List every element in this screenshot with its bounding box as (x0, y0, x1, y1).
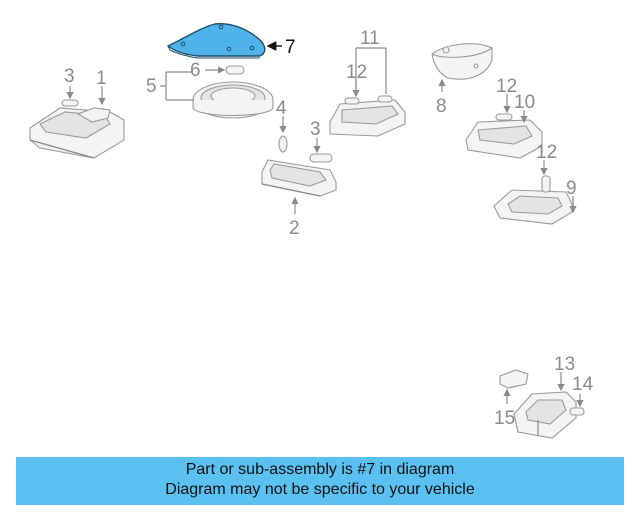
part-13-lamp (513, 391, 577, 439)
part-4-lens-clip (278, 135, 288, 153)
callout-12-right: 12 (496, 76, 517, 97)
parts-diagram: 7 1 3 5 6 4 3 2 (29, 23, 594, 439)
info-banner: Part or sub-assembly is #7 in diagram Di… (16, 457, 624, 505)
callout-15: 15 (494, 408, 515, 429)
part-7-cover[interactable] (166, 23, 266, 59)
callout-3-left: 3 (64, 66, 75, 87)
callout-2: 2 (289, 218, 300, 239)
part-3-bulb-center (309, 153, 333, 163)
callout-12-center: 12 (346, 62, 367, 83)
part-14-bulb (569, 407, 585, 416)
banner-line-disclaimer: Diagram may not be specific to your vehi… (165, 481, 475, 498)
part-5-speaker (192, 81, 274, 119)
part-7-shape[interactable] (166, 23, 266, 57)
part-15-switch (499, 369, 529, 389)
callout-1: 1 (96, 68, 107, 89)
part-6-bulb (225, 65, 245, 75)
callout-10: 10 (514, 92, 535, 113)
part-1-lamp-housing (29, 107, 125, 159)
callout-12-lower: 12 (536, 142, 557, 163)
part-3-bulb-left (61, 99, 79, 107)
callout-4: 4 (276, 98, 287, 119)
part-10-lamp (465, 113, 543, 159)
callout-6: 6 (190, 60, 201, 81)
callout-7: 7 (285, 37, 296, 58)
callout-9: 9 (566, 178, 577, 199)
callout-8: 8 (436, 96, 447, 117)
callout-14: 14 (572, 374, 594, 395)
callout-13: 13 (554, 354, 575, 375)
callout-3-center: 3 (310, 119, 321, 140)
banner-line-part: Part or sub-assembly is #7 in diagram (185, 461, 455, 478)
part-9-lamp (493, 175, 573, 225)
part-2-lamp-assembly (261, 159, 337, 197)
part-11-map-lamp (329, 95, 406, 137)
callout-11: 11 (360, 28, 380, 49)
callout-5: 5 (146, 76, 157, 97)
part-8-bezel (431, 43, 493, 80)
